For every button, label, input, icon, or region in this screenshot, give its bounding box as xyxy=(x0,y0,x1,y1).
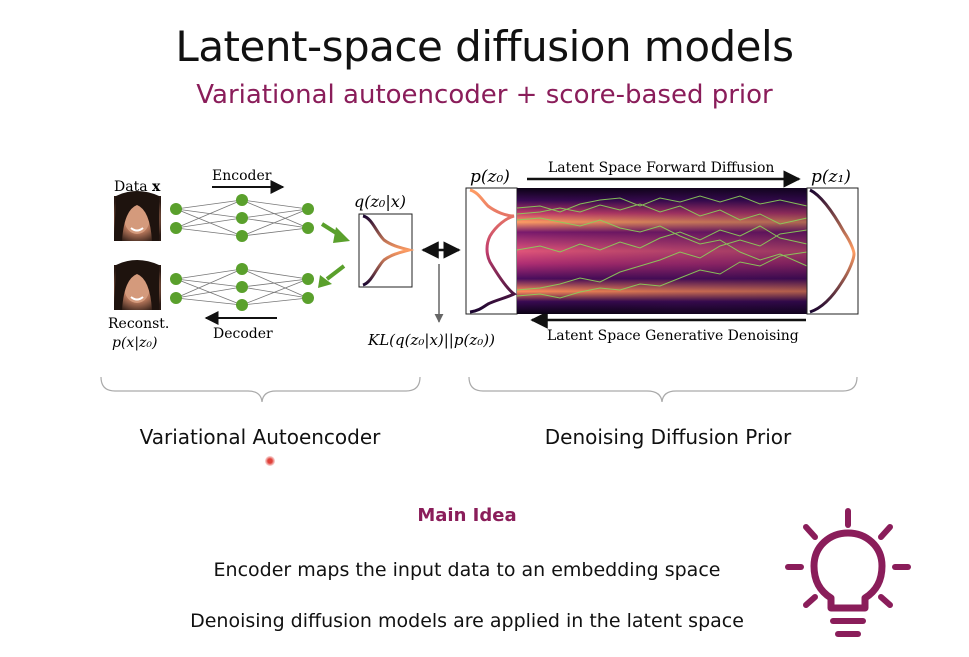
main-idea-point-1: Encoder maps the input data to an embedd… xyxy=(213,559,721,581)
decoder-network-edges xyxy=(175,268,309,306)
prior-right-curve xyxy=(809,188,856,314)
vae-brace xyxy=(100,376,421,403)
encoder-to-latent-arrow xyxy=(320,222,350,243)
forward-diffusion-label: Latent Space Forward Diffusion xyxy=(548,160,774,176)
input-face-image xyxy=(114,191,161,241)
section-label-vae: Variational Autoencoder xyxy=(139,425,381,449)
encoder-network-edges xyxy=(175,199,309,237)
data-label: Data x xyxy=(114,179,161,195)
main-idea-point-2: Denoising diffusion models are applied i… xyxy=(190,610,744,632)
kl-label: KL(q(z₀|x)||p(z₀)) xyxy=(367,331,495,349)
prior-left-label: p(z₀) xyxy=(470,167,510,187)
reconst-prob-label: p(x|z₀) xyxy=(112,335,158,351)
section-label-diffusion: Denoising Diffusion Prior xyxy=(544,425,792,449)
slide-title: Latent-space diffusion models xyxy=(175,22,794,71)
reconst-label: Reconst. xyxy=(108,316,169,332)
decoder-label: Decoder xyxy=(213,326,273,342)
lightbulb-icon xyxy=(785,508,911,637)
encoder-label: Encoder xyxy=(212,168,272,184)
generative-denoising-label: Latent Space Generative Denoising xyxy=(547,328,799,344)
prior-left-curve xyxy=(469,188,517,314)
network-nodes xyxy=(170,194,314,311)
posterior-curve xyxy=(362,214,415,287)
main-idea-heading: Main Idea xyxy=(417,505,517,526)
prior-left-box xyxy=(465,187,518,315)
mouse-pointer xyxy=(265,456,275,466)
diffusion-heatmap xyxy=(516,188,808,314)
diffusion-brace xyxy=(468,376,858,403)
reconstructed-face-image xyxy=(114,260,161,310)
prior-right-label: p(z₁) xyxy=(811,167,851,187)
slide-subtitle: Variational autoencoder + score-based pr… xyxy=(196,80,773,110)
latent-to-decoder-arrow xyxy=(318,264,346,288)
posterior-label: q(z₀|x) xyxy=(354,192,406,211)
